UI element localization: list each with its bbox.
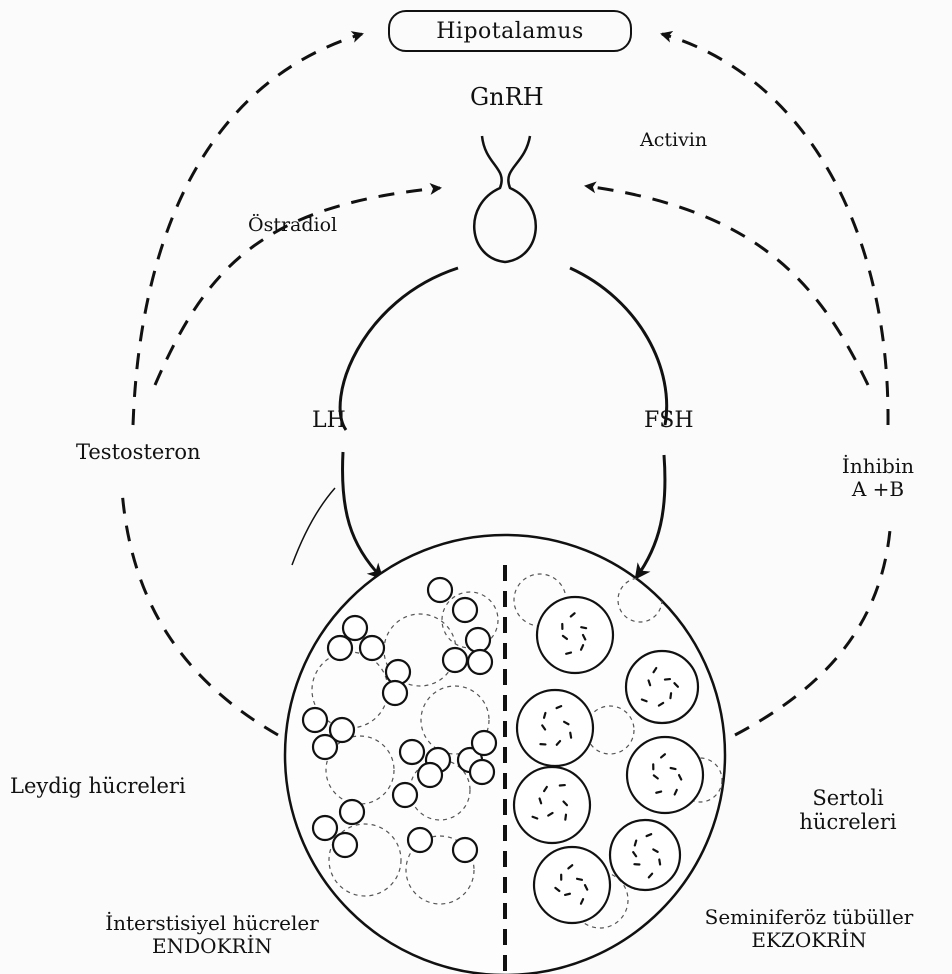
sertoli-cell bbox=[670, 693, 671, 698]
activin-label: Activin bbox=[640, 130, 707, 152]
sertoli-cell bbox=[540, 799, 542, 804]
testosterone-label: Testosteron bbox=[76, 440, 201, 464]
seminiferous-tubule bbox=[627, 737, 703, 813]
sertoli-cell bbox=[565, 815, 566, 820]
inhibin-line2: A +B bbox=[828, 478, 928, 501]
sertoli-cell bbox=[671, 768, 676, 769]
seminiferous-tubule bbox=[514, 767, 590, 843]
inhibin-to-hypothalamus bbox=[662, 34, 888, 425]
leydig-cell bbox=[313, 816, 337, 840]
sertoli-cell bbox=[577, 879, 582, 880]
fsh-pathway bbox=[570, 268, 667, 425]
lh-arrow bbox=[342, 452, 382, 578]
leydig-cell bbox=[470, 760, 494, 784]
hypothalamus-box: Hipotalamus bbox=[388, 10, 632, 52]
leydig-cell bbox=[313, 735, 337, 759]
sertoli-cell bbox=[565, 894, 570, 895]
leydig-cell bbox=[343, 616, 367, 640]
estradiol-label: Östradiol bbox=[248, 215, 337, 237]
leydig-cell bbox=[408, 828, 432, 852]
seminiferous-tubule bbox=[626, 651, 698, 723]
leydig-cell bbox=[428, 578, 452, 602]
leydig-cell bbox=[468, 650, 492, 674]
sertoli-cell bbox=[659, 860, 660, 865]
testis-section bbox=[285, 535, 725, 974]
sertoli-cell bbox=[649, 680, 651, 685]
leydig-cell bbox=[328, 636, 352, 660]
leydig-cell bbox=[453, 838, 477, 862]
leydig-cell bbox=[303, 708, 327, 732]
sertoli-cell bbox=[635, 841, 636, 846]
sertoli-cell bbox=[544, 713, 545, 718]
sertoli-cell bbox=[570, 733, 571, 738]
seminiferous-tubule bbox=[517, 690, 593, 766]
sertoli-line2: hücreleri bbox=[778, 810, 918, 834]
hypothalamus-label: Hipotalamus bbox=[436, 19, 583, 44]
seminiferous-tubule bbox=[610, 820, 680, 890]
sertoli-line1: Sertoli bbox=[778, 786, 918, 810]
inhibin-line1: İnhibin bbox=[828, 455, 928, 478]
annotation-line bbox=[292, 488, 335, 565]
leydig-cell bbox=[400, 740, 424, 764]
interstitial-label: İnterstisiyel hücreler ENDOKRİN bbox=[62, 912, 362, 958]
seminiferous-label: Seminiferöz tübüller EKZOKRİN bbox=[668, 906, 950, 952]
leydig-cell bbox=[383, 681, 407, 705]
seminiferous-line: Seminiferöz tübüller bbox=[668, 906, 950, 929]
lh-pathway bbox=[340, 268, 458, 430]
fsh-label: FSH bbox=[644, 408, 694, 433]
testes-to-inhibin bbox=[735, 530, 890, 735]
pituitary-gland bbox=[474, 136, 536, 262]
leydig-cell bbox=[340, 800, 364, 824]
leydig-cell bbox=[466, 628, 490, 652]
inhibin-label: İnhibin A +B bbox=[828, 455, 928, 501]
leydig-cell bbox=[333, 833, 357, 857]
leydig-cell bbox=[472, 731, 496, 755]
leydig-cell bbox=[443, 648, 467, 672]
leydig-cell bbox=[418, 763, 442, 787]
testes-to-testosterone bbox=[122, 490, 278, 735]
leydig-cell bbox=[360, 636, 384, 660]
fsh-arrow bbox=[636, 455, 665, 578]
gnrh-label: GnRH bbox=[470, 84, 544, 112]
leydig-cell bbox=[453, 598, 477, 622]
leydig-label: Leydig hücreleri bbox=[10, 774, 186, 798]
sertoli-cell bbox=[566, 653, 571, 654]
leydig-cell bbox=[393, 783, 417, 807]
exocrine-line: EKZOKRİN bbox=[668, 929, 950, 952]
seminiferous-tubule bbox=[534, 847, 610, 923]
activin-to-pituitary bbox=[586, 186, 868, 385]
seminiferous-tubule bbox=[537, 597, 613, 673]
endocrine-line: ENDOKRİN bbox=[62, 935, 362, 958]
lh-label: LH bbox=[312, 408, 346, 433]
interstitial-line: İnterstisiyel hücreler bbox=[62, 912, 362, 935]
sertoli-cell bbox=[656, 792, 661, 793]
sertoli-label: Sertoli hücreleri bbox=[778, 786, 918, 834]
sertoli-cell bbox=[581, 627, 586, 628]
